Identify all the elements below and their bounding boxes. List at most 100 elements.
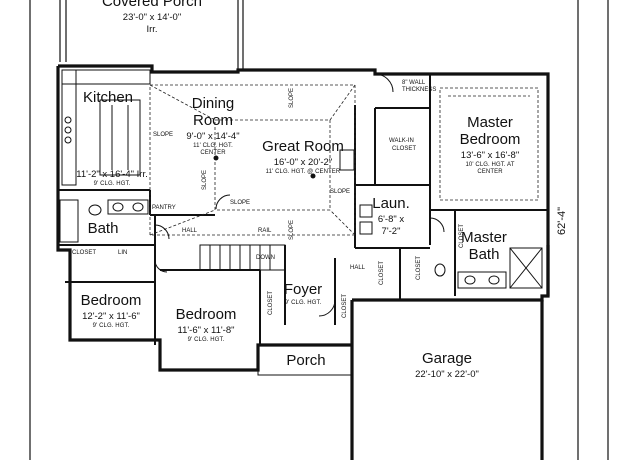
master-bedroom-note-2: CENTER <box>477 168 503 175</box>
great-room-ceiling-outline <box>149 84 356 236</box>
stairs <box>199 244 286 271</box>
door-swing-6 <box>215 194 231 210</box>
bedroom2-dim: 11'-6" x 11'-8" <box>177 324 235 336</box>
shower <box>509 247 543 289</box>
stove-burner-2 <box>64 126 72 134</box>
great-room-label: Great Room 16'-0" x 20'-2" 11' CLG. HGT.… <box>262 139 344 175</box>
wall-thickness-label-2: THICKNESS <box>402 87 437 93</box>
master-sink-1 <box>464 275 476 285</box>
kitchen-counter-top <box>61 69 151 85</box>
garage-label: Garage 22'-10" x 22'-0" <box>415 351 479 380</box>
great-room-name: Great Room <box>262 138 344 155</box>
slope-label-3: SLOPE <box>330 189 351 195</box>
bathtub <box>59 199 79 243</box>
lin-label: LIN <box>118 250 128 256</box>
wall-thickness-label-1: 8" WALL <box>402 80 426 86</box>
master-bedroom-note-1: 10' CLG. HGT. AT <box>465 161 515 168</box>
bedroom2-note: 9' CLG. HGT. <box>187 336 225 343</box>
master-toilet <box>434 263 446 277</box>
closet-label-6: CLOSET <box>459 223 465 248</box>
foyer-note: 9' CLG. HGT. <box>284 299 322 306</box>
sink-1 <box>112 202 124 212</box>
master-sink-2 <box>488 275 500 285</box>
master-bedroom-name-1: Master <box>467 114 513 131</box>
bedroom1-note: 9' CLG. HGT. <box>92 322 130 329</box>
covered-porch-label: Covered Porch 23'-0" x 14'-0" Irr. <box>102 0 202 35</box>
master-vanity <box>457 271 507 289</box>
bedroom1-label: Bedroom 12'-2" x 11'-6" 9' CLG. HGT. <box>81 293 142 329</box>
closet-label-1: CLOSET <box>72 250 97 256</box>
covered-porch-name: Covered Porch <box>101 0 203 10</box>
door-swing-2 <box>154 224 170 240</box>
bath-name: Bath <box>87 220 119 237</box>
hall-label-1: HALL <box>182 228 198 234</box>
slope-label-1: SLOPE <box>153 132 174 138</box>
closet-label-3: CLOSET <box>342 293 348 318</box>
closet-label-4: CLOSET <box>379 260 385 285</box>
stove-burner-3 <box>64 136 72 144</box>
closet-label-5: CLOSET <box>416 255 422 280</box>
slope-line-2 <box>329 84 356 121</box>
slope-label-2: SLOPE <box>230 200 251 206</box>
garage-dim: 22'-10" x 22'-0" <box>415 368 479 380</box>
kitchen-dim: 11'-2" x 16'-4" Irr. <box>76 169 148 180</box>
kitchen-island <box>99 99 141 176</box>
bedroom1-name: Bedroom <box>80 292 142 309</box>
shower-cross-2 <box>509 247 543 289</box>
closet-label-2: CLOSET <box>268 290 274 315</box>
dining-name-1: Dining <box>191 95 235 112</box>
door-swing-5 <box>429 217 445 233</box>
kitchen-name-label: Kitchen <box>83 90 133 107</box>
great-room-note: 11' CLG. HGT. @ CENTER <box>265 168 341 175</box>
dryer <box>359 204 373 218</box>
master-bedroom-name-2: Bedroom <box>459 130 521 148</box>
dining-room-label: Dining Room 9'-0" x 14'-4" 11' CLG. HGT.… <box>186 96 239 156</box>
pantry-label: PANTRY <box>152 205 176 211</box>
washer <box>359 221 373 235</box>
foyer-label: Foyer 9' CLG. HGT. <box>284 282 322 306</box>
laundry-label: Laun. 6'-8" x 7'-2" <box>372 196 410 237</box>
walk-in-closet-label-1: WALK-IN <box>389 138 414 144</box>
porch-label: Porch <box>286 353 325 370</box>
hall-label-2: HALL <box>350 265 366 271</box>
door-swing-3 <box>154 259 168 273</box>
door-swing-4 <box>318 299 336 317</box>
master-bath-name-2: Bath <box>468 245 500 263</box>
slope-label-6: SLOPE <box>289 219 295 240</box>
bath-label: Bath <box>88 221 119 238</box>
down-label: DOWN <box>256 255 275 261</box>
dining-dim: 9'-0" x 14'-4" <box>186 130 240 142</box>
foyer-name: Foyer <box>283 281 323 298</box>
bedroom2-label: Bedroom 11'-6" x 11'-8" 9' CLG. HGT. <box>176 307 237 343</box>
dining-note-2: CENTER <box>200 149 226 156</box>
overall-depth-label: 62'-4" <box>556 206 568 235</box>
master-bedroom-dim: 13'-6" x 16'-8" <box>460 149 520 161</box>
kitchen-note: 9' CLG. HGT. <box>93 180 131 187</box>
laundry-dim-2: 7'-2" <box>381 225 401 237</box>
door-swing-1 <box>374 73 394 93</box>
rail-label: RAIL <box>258 228 272 234</box>
sink-2 <box>132 202 144 212</box>
great-room-dim: 16'-0" x 20'-2" <box>273 156 333 168</box>
great-room-center-marker <box>310 173 316 179</box>
front-porch <box>257 344 353 376</box>
master-bath-name-1: Master <box>461 229 507 246</box>
bedroom1-dim: 12'-2" x 11'-6" <box>82 310 140 322</box>
slope-line-4 <box>329 209 356 236</box>
dining-name-2: Room <box>192 111 233 129</box>
laundry-dim-1: 6'-8" x <box>377 213 405 225</box>
dining-center-marker <box>213 155 219 161</box>
covered-porch-dim: 23'-0" x 14'-0" <box>122 11 182 23</box>
slope-label-5: SLOPE <box>202 169 208 190</box>
exterior-wall-top <box>58 64 550 302</box>
bedroom2-name: Bedroom <box>175 306 237 323</box>
fireplace <box>339 149 355 171</box>
slope-line-3 <box>149 209 216 236</box>
kitchen-dim-label: 11'-2" x 16'-4" Irr. 9' CLG. HGT. <box>76 168 147 187</box>
kitchen-name: Kitchen <box>82 89 134 106</box>
laundry-name: Laun. <box>372 195 410 212</box>
master-bath-label: Master Bath <box>461 230 507 264</box>
toilet <box>88 204 102 216</box>
bath-vanity <box>107 199 149 215</box>
